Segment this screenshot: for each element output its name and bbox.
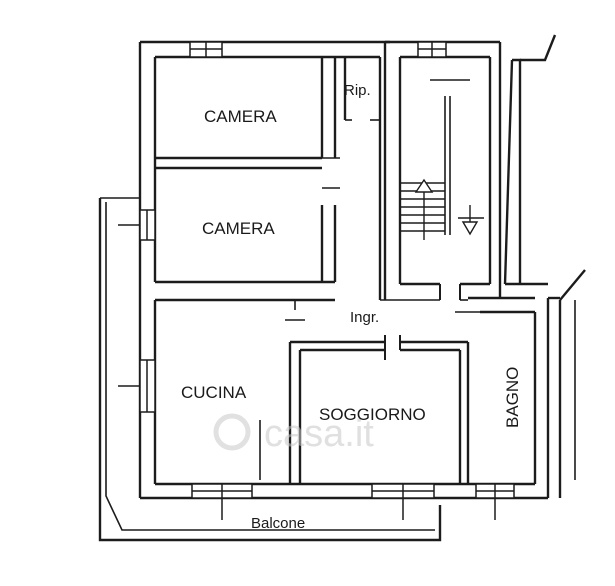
neighbour-wall — [503, 34, 586, 498]
watermark-text: casa.it — [264, 413, 374, 455]
room-label-ripostiglio: Rip. — [344, 82, 371, 99]
room-label-camera-top: CAMERA — [204, 107, 277, 126]
balcony — [98, 197, 442, 542]
room-label-bagno: BAGNO — [503, 367, 522, 428]
room-label-ingresso: Ingr. — [350, 309, 379, 326]
interior-walls — [155, 57, 535, 484]
room-label-balcone: Balcone — [251, 515, 305, 532]
stair-treads — [400, 182, 445, 232]
room-label-soggiorno: SOGGIORNO — [319, 405, 426, 424]
watermark: casa.it — [213, 413, 374, 455]
stairwell — [383, 40, 502, 300]
arrow-down-icon — [458, 205, 484, 236]
windows — [118, 41, 515, 520]
arrow-up-icon — [414, 178, 434, 240]
room-label-camera-mid: CAMERA — [202, 219, 275, 238]
room-label-cucina: CUCINA — [181, 383, 247, 402]
